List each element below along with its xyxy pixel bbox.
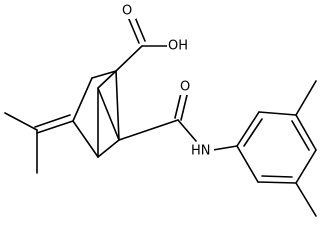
bond-exocyclic-double-1 [36, 120, 74, 134]
chemical-structure: O OH O HN [4, 2, 317, 217]
bond-exocyclic-double-2 [34, 114, 71, 128]
bicyclic-core [72, 70, 120, 158]
amide-nh-label: HN [191, 144, 211, 159]
bond-c6-c7 [72, 120, 99, 158]
amide-o-label: O [180, 80, 190, 95]
carboxyl-o-label: O [122, 4, 132, 19]
bond-c5-carboxyl [115, 45, 143, 72]
ring-bond-5 [257, 181, 297, 184]
bond-methyl-top [295, 80, 317, 116]
bond-c1-c3 [97, 87, 120, 141]
bond-c4-c6 [72, 77, 93, 122]
amide-group [118, 88, 238, 151]
bond-c5-c1 [115, 70, 120, 141]
atom-labels: O OH O HN [120, 2, 214, 159]
bond-c4-c5 [91, 70, 117, 79]
carboxylic-acid-group [115, 9, 168, 72]
carboxyl-oh-label: OH [168, 39, 188, 54]
bond-c5-c3 [97, 70, 117, 89]
bond-n-aryl [212, 145, 238, 151]
ring-bond-6 [236, 145, 259, 183]
ring-bond-3 [295, 114, 317, 151]
bond-c1-amide [118, 119, 179, 141]
bond-amide-n [177, 119, 197, 142]
bond-amide-double-2 [180, 90, 189, 121]
ring-inner-bond-b [291, 120, 310, 151]
ring-bond-4 [295, 149, 317, 184]
ring-inner-bond-a [243, 118, 263, 147]
ring-inner-bond-c [261, 175, 293, 178]
ring-bond-1 [236, 111, 260, 147]
bond-c7-c1 [97, 139, 120, 158]
isopropylidene-group [4, 112, 74, 174]
bond-methyl-bottom [295, 182, 317, 217]
bond-isopropyl-methyl-left [4, 112, 38, 131]
ring-bond-2 [258, 111, 297, 116]
dimethylphenyl-ring [236, 80, 317, 217]
